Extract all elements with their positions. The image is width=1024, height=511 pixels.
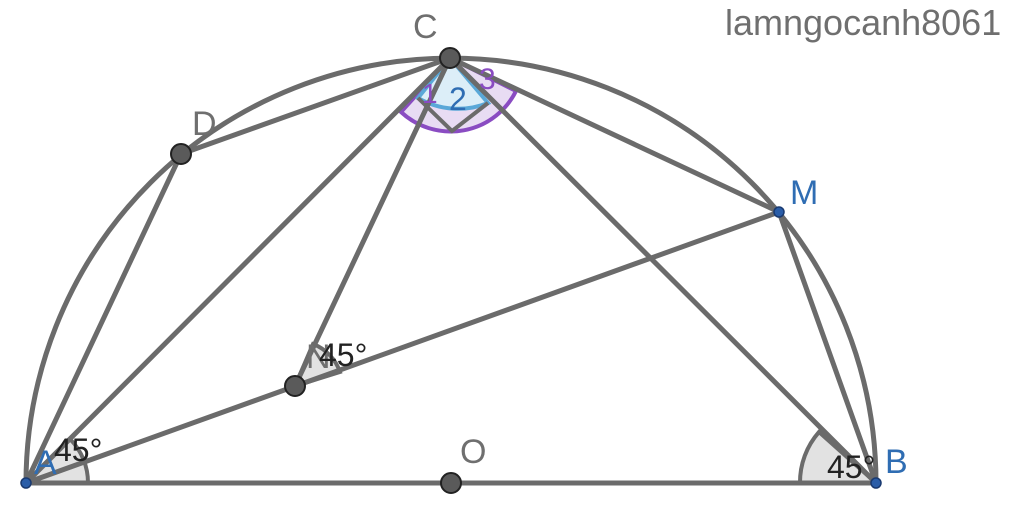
angle-label-B: 45° bbox=[827, 449, 875, 485]
angle-label-N: 45° bbox=[319, 337, 367, 373]
point-C[interactable] bbox=[439, 47, 461, 69]
segment-AM bbox=[23, 209, 782, 486]
label-B: B bbox=[885, 443, 908, 481]
right-angle-mark-C bbox=[416, 96, 490, 134]
segment-CN bbox=[292, 55, 453, 389]
point-B[interactable] bbox=[870, 477, 882, 489]
segment-CB bbox=[447, 55, 879, 486]
label-D: D bbox=[192, 105, 217, 143]
label-N: N bbox=[306, 338, 331, 376]
angle-label-C2: 2 bbox=[449, 81, 467, 117]
label-M: M bbox=[790, 174, 818, 212]
angle-label-A: 45° bbox=[54, 432, 102, 468]
point-D[interactable] bbox=[170, 143, 192, 165]
watermark-text: lamngocanh8061 bbox=[725, 2, 1002, 43]
label-C: C bbox=[413, 8, 438, 46]
label-O: O bbox=[460, 433, 486, 471]
segment-AC bbox=[23, 55, 453, 486]
point-M[interactable] bbox=[773, 206, 785, 218]
segment-DC bbox=[178, 55, 453, 157]
point-O[interactable] bbox=[440, 472, 462, 494]
segment-MB bbox=[776, 209, 879, 486]
segment-CM bbox=[447, 55, 782, 215]
label-A: A bbox=[34, 444, 57, 482]
point-A[interactable] bbox=[20, 477, 32, 489]
angle-label-C1: 1 bbox=[422, 78, 438, 109]
point-N[interactable] bbox=[284, 375, 306, 397]
segment-AD bbox=[23, 151, 184, 486]
angle-label-C3: 3 bbox=[479, 63, 496, 96]
